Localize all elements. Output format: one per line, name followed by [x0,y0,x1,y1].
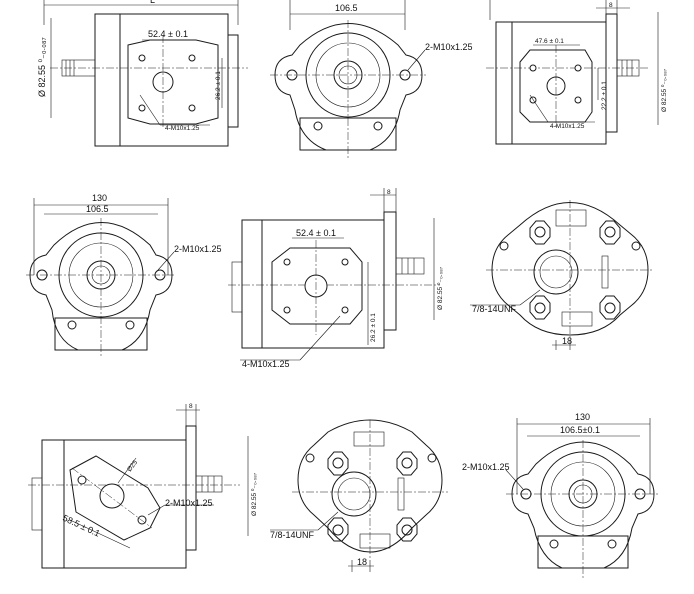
flange-outline [511,441,655,569]
front-view-1: 106.5 2-M10x1.25 [270,0,473,158]
outer-label: 130 [575,412,590,422]
side-view-1: L Ø 82.55 ⁰₋₀.₀₈₇ 52.4 ± 0.1 26.2 ± 0.1 … [37,0,248,147]
outer-label: 130 [92,193,107,203]
inner-label: 106.5 [86,204,109,214]
length-label: L [150,0,155,5]
ports-label: 4-M10x1.25 [550,123,585,130]
flange [383,211,397,331]
flange-label: 8 [387,189,391,196]
pattern-v-label: 26.2 ± 0.1 [215,71,222,100]
side-view-3: 8 52.4 ± 0.1 26.2 ± 0.1 Ø 82.55 ⁰₋₀.₀₈₇ … [228,188,444,369]
pattern-label: 58.5 ± 0.1 [61,513,101,539]
inner-label: 106.5±0.1 [560,425,600,435]
flange-outline [274,23,423,151]
port-circle [331,471,377,517]
mount-label: 2-M10x1.25 [165,498,213,508]
flange-label: 8 [609,2,613,9]
port-plate [271,247,363,325]
flange [185,425,197,551]
port-plate [519,49,593,123]
ports-label: 4-M10x1.25 [165,125,200,132]
pattern-v-label: 22.2 ± 0.1 [601,81,608,110]
rear-view-1: 18 7/8-14UNF [470,200,654,350]
bore-label: Ø25 [126,459,139,473]
flange-label: 8 [189,403,193,410]
pattern-h-label: 52.4 ± 0.1 [296,228,336,238]
flange-outline [29,222,173,351]
front-view-3: 130 106.5±0.1 2-M10x1.25 [462,412,660,580]
offset-label: 18 [562,336,572,346]
offset-label: 18 [357,557,367,567]
front-view-2: 130 106.5 2-M10x1.25 [26,193,222,358]
pilot-label: Ø 82.55 ⁰₋₀.₀₈₇ [436,267,444,310]
pilot-label: Ø 82.55 ⁰₋₀.₀₈₇ [660,69,668,112]
flange [605,13,618,133]
thread-label: 7/8-14UNF [472,304,517,314]
width-label: 106.5 [335,3,358,13]
shaft [395,257,425,275]
flange-outline [297,419,443,553]
port-plate [69,455,161,541]
flange [227,34,239,128]
pilot-label: Ø 82.55 ⁰₋₀.₀₈₇ [250,473,258,516]
pattern-v-label: 26.2 ± 0.1 [370,313,377,342]
pattern-h-label: 47.6 ± 0.1 [535,38,564,45]
ports-label: 4-M10x1.25 [242,359,290,369]
mount-label: 2-M10x1.25 [462,462,510,472]
shaft [195,475,223,493]
side-view-2: 8 47.6 ± 0.1 22.2 ± 0.1 Ø 82.55 ⁰₋₀.₀₈₇ … [486,0,668,145]
mount-label: 2-M10x1.25 [174,244,222,254]
rear-view-2: 18 7/8-14UNF [270,419,448,572]
side-view-4: 8 Ø25 58.5 ± 0.1 2-M10x1.25 Ø 82.55 ⁰₋₀.… [28,403,258,569]
pilot-label: Ø 82.55 ⁰₋₀.₀₈₇ [37,37,47,97]
thread-label: 7/8-14UNF [270,530,315,540]
pattern-h-label: 52.4 ± 0.1 [148,29,188,39]
mount-label: 2-M10x1.25 [425,42,473,52]
flange-outline [491,202,649,336]
port-circle [533,249,579,295]
